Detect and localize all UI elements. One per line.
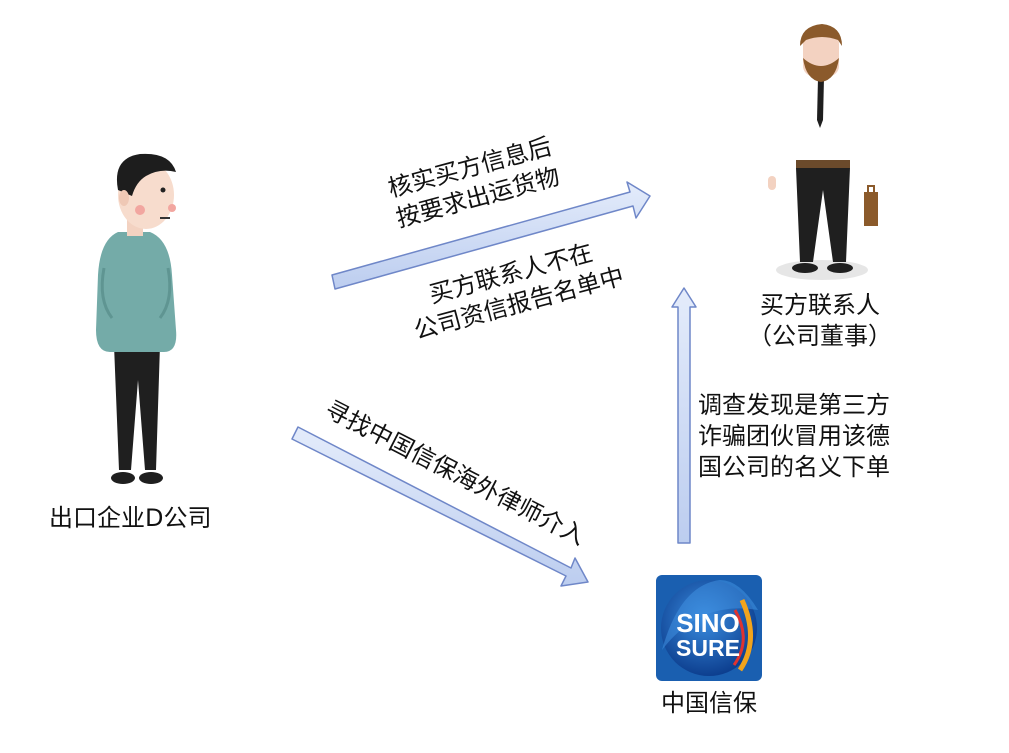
buyer-contact-label: 买方联系人 （公司董事） bbox=[740, 290, 900, 352]
buyer-contact-label-line1: 买方联系人 bbox=[760, 291, 880, 319]
verify-ship-arrow bbox=[331, 181, 651, 290]
sinosure-label: 中国信保 bbox=[661, 689, 757, 717]
sinosure-logo-line1: SINO bbox=[676, 608, 740, 638]
investigation-arrow-label: 调查发现是第三方 诈骗团伙冒用该德 国公司的名义下单 bbox=[698, 390, 890, 483]
investigation-arrow bbox=[671, 287, 697, 544]
exporter-label: 出口企业D公司 bbox=[49, 504, 212, 532]
buyer-contact-person-icon bbox=[768, 24, 878, 280]
exporter-person-icon bbox=[96, 153, 177, 484]
investigation-line3: 国公司的名义下单 bbox=[698, 453, 890, 481]
investigation-line2: 诈骗团伙冒用该德 bbox=[698, 422, 890, 450]
buyer-contact-label-line2: （公司董事） bbox=[748, 322, 892, 350]
investigation-line1: 调查发现是第三方 bbox=[698, 391, 890, 419]
sinosure-logo-line2: SURE bbox=[676, 635, 740, 661]
seek-lawyer-arrow bbox=[291, 426, 589, 587]
sinosure-logo: SINO SURE bbox=[656, 575, 762, 681]
